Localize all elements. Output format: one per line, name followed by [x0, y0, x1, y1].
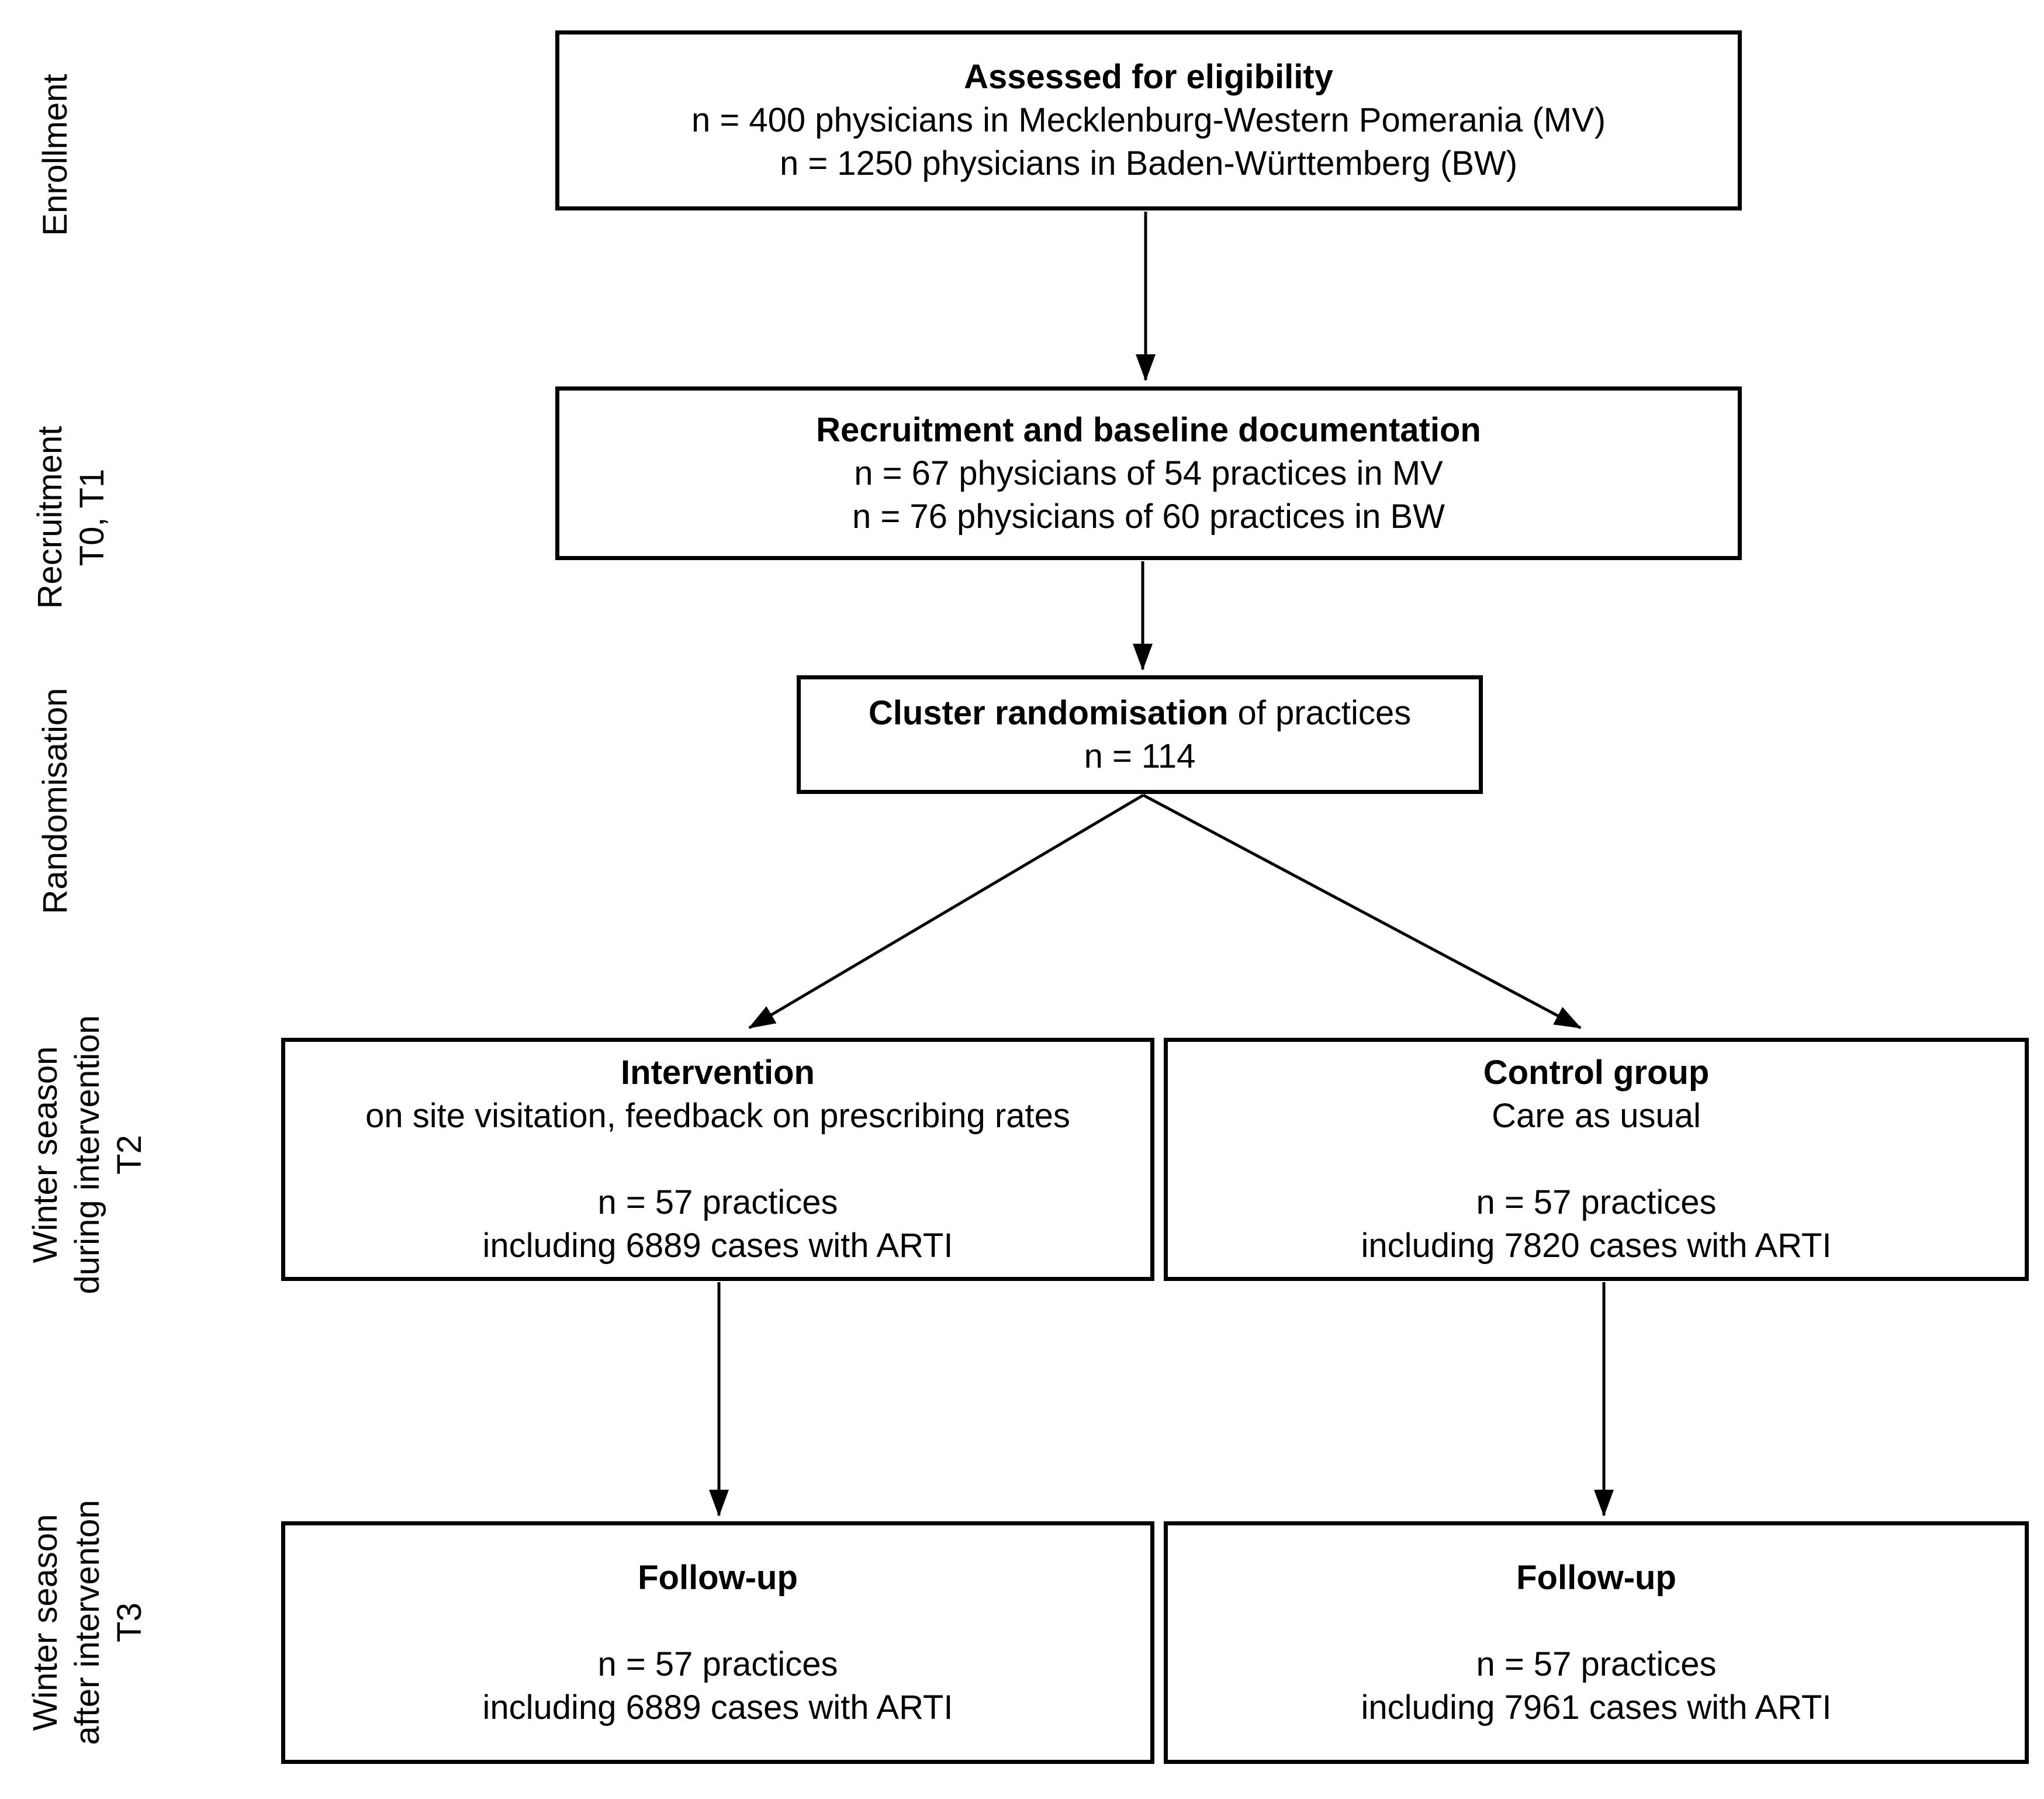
box-line: n = 114: [1084, 737, 1196, 775]
phase-label-line: T0, T1: [73, 468, 111, 567]
spacer: [1168, 1138, 2025, 1181]
arrow-randomisation-to-intervention: [748, 793, 1144, 1030]
phase-label-winter-season-t2: Winter season during intervention T2: [25, 1015, 151, 1294]
box-subtitle: on site visitation, feedback on prescrib…: [365, 1097, 1070, 1135]
phase-label-line: Randomisation: [36, 688, 74, 914]
box-title: Recruitment and baseline documentation: [816, 410, 1481, 449]
box-line: n = 400 physicians in Mecklenburg-Wester…: [691, 101, 1606, 139]
phase-label-line: Recruitment: [31, 426, 69, 609]
phase-label-enrollment: Enrollment: [34, 74, 77, 236]
box-line: n = 57 practices: [1476, 1645, 1717, 1683]
box-title-rest: of practices: [1228, 693, 1412, 732]
box-line: n = 57 practices: [597, 1645, 838, 1683]
box-title: Intervention: [621, 1054, 815, 1092]
box-line: n = 1250 physicians in Baden-Württemberg…: [779, 144, 1518, 182]
box-subtitle: Care as usual: [1492, 1097, 1701, 1135]
followup-intervention-box: Follow-up n = 57 practices including 688…: [281, 1521, 1154, 1764]
box-title: Control group: [1483, 1054, 1710, 1092]
phase-label-line: Winter season: [26, 1046, 64, 1263]
spacer: [285, 1138, 1150, 1181]
box-title: Follow-up: [1516, 1558, 1676, 1597]
box-line: including 6889 cases with ARTI: [482, 1227, 953, 1265]
box-title: Follow-up: [638, 1558, 798, 1597]
phase-label-winter-season-t3: Winter season after interventon T3: [25, 1500, 151, 1745]
box-line: n = 57 practices: [597, 1183, 838, 1221]
phase-label-line: after interventon: [68, 1500, 106, 1745]
arrow-randomisation-to-control: [1142, 793, 1582, 1030]
box-line: n = 67 physicians of 54 practices in MV: [854, 454, 1443, 492]
phase-label-line: Winter season: [26, 1514, 64, 1731]
box-line: n = 57 practices: [1476, 1183, 1717, 1221]
phase-label-line: T2: [110, 1135, 148, 1175]
box-title: Cluster randomisation of practices: [801, 692, 1479, 735]
spacer: [1168, 1600, 2025, 1643]
box-line: including 6889 cases with ARTI: [482, 1688, 953, 1727]
eligibility-box: Assessed for eligibility n = 400 physici…: [555, 30, 1742, 210]
randomisation-box: Cluster randomisation of practices n = 1…: [797, 675, 1483, 794]
box-title-bold: Cluster randomisation: [868, 693, 1229, 732]
phase-label-line: during intervention: [68, 1015, 106, 1294]
phase-label-recruitment: Recruitment T0, T1: [29, 426, 113, 609]
box-line: including 7961 cases with ARTI: [1361, 1688, 1832, 1727]
phase-label-line: T3: [110, 1603, 148, 1642]
phase-label-line: Enrollment: [36, 74, 74, 236]
intervention-box: Intervention on site visitation, feedbac…: [281, 1038, 1154, 1281]
control-group-box: Control group Care as usual n = 57 pract…: [1164, 1038, 2029, 1281]
phase-label-randomisation: Randomisation: [34, 688, 77, 914]
box-line: n = 76 physicians of 60 practices in BW: [852, 497, 1445, 536]
followup-control-box: Follow-up n = 57 practices including 796…: [1164, 1521, 2029, 1764]
box-line: including 7820 cases with ARTI: [1361, 1227, 1832, 1265]
recruitment-box: Recruitment and baseline documentation n…: [555, 386, 1742, 560]
box-title: Assessed for eligibility: [964, 58, 1333, 96]
spacer: [285, 1600, 1150, 1643]
